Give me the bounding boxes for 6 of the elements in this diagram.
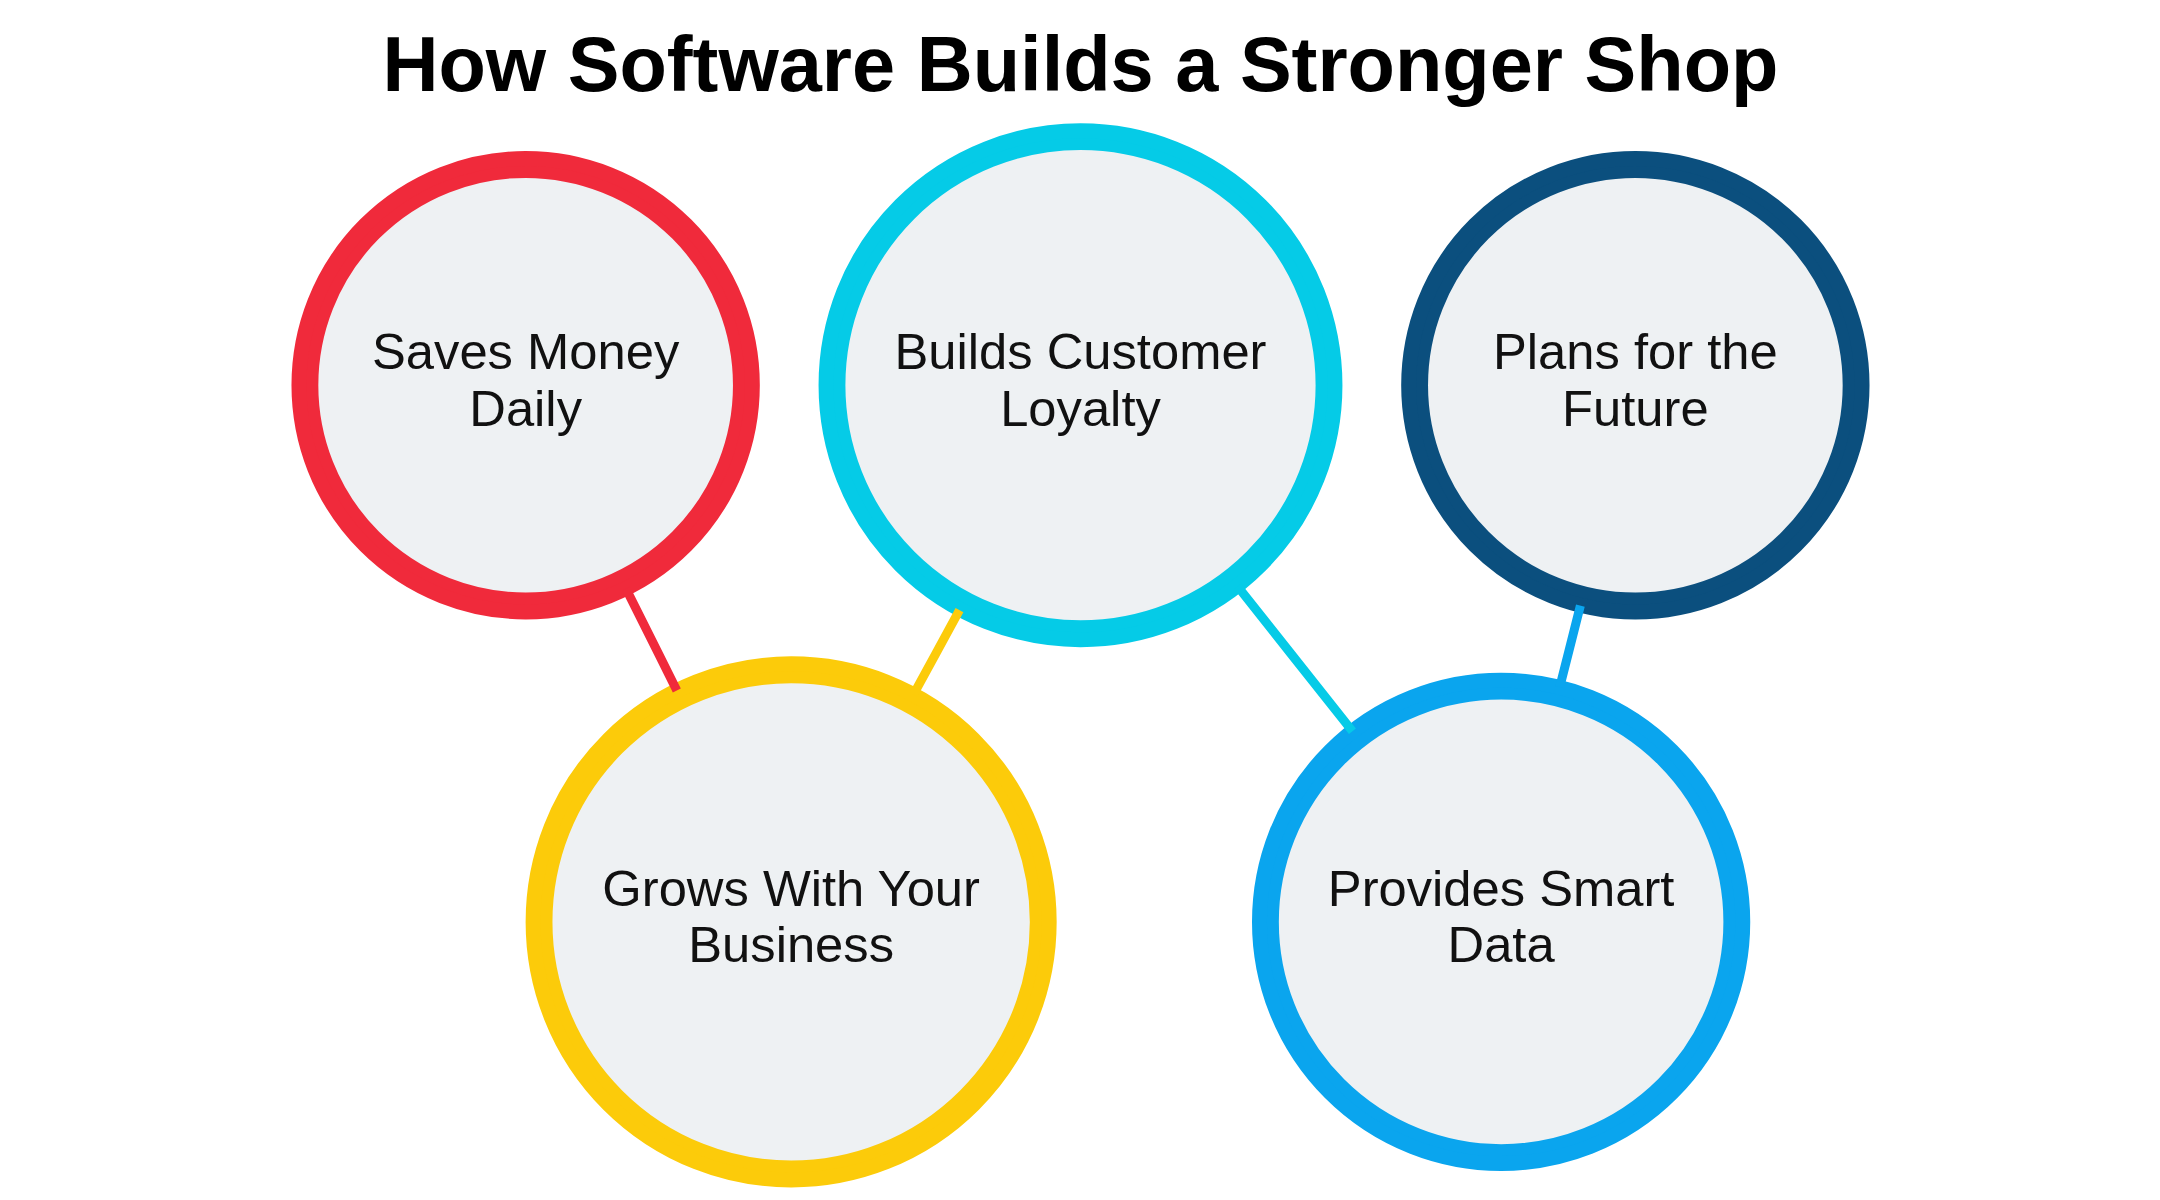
node-circle: Grows With Your Business xyxy=(525,656,1057,1188)
node-circle: Provides Smart Data xyxy=(1251,672,1750,1171)
node-circle: Plans for the Future xyxy=(1400,151,1870,620)
node-circle: Saves Money Daily xyxy=(290,151,760,620)
diagram-title: How Software Builds a Stronger Shop xyxy=(381,21,1778,108)
node-circle: Builds Customer Loyalty xyxy=(818,123,1342,648)
